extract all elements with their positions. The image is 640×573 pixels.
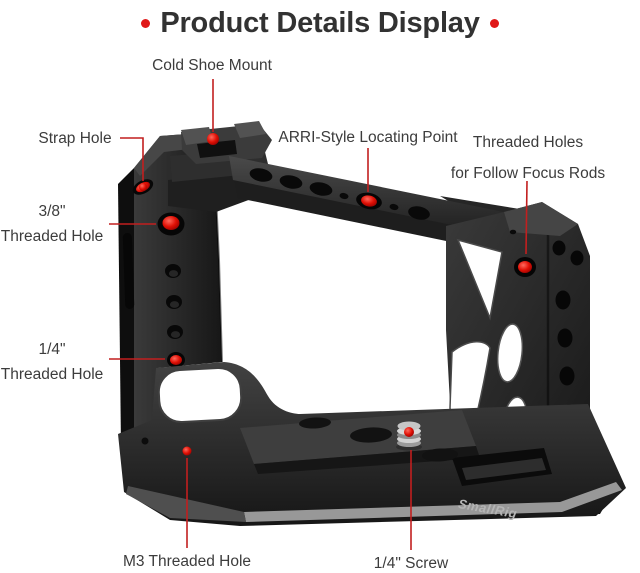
cold-shoe-marker xyxy=(207,133,219,145)
three-eighths-hole-marker xyxy=(162,216,180,230)
callout-label-follow-focus: Threaded Holes for Follow Focus Rods xyxy=(451,127,605,189)
follow-focus-hole-marker xyxy=(518,261,532,273)
marker-dots xyxy=(139,133,414,456)
callout-label-m3-hole: M3 Threaded Hole xyxy=(122,553,252,570)
arri-point-marker xyxy=(361,195,377,207)
callout-label-cold-shoe: Cold Shoe Mount xyxy=(152,57,272,74)
callout-label-follow-focus-line2: for Follow Focus Rods xyxy=(450,165,606,182)
callout-label-strap-hole: Strap Hole xyxy=(38,130,112,147)
quarter-screw-part xyxy=(396,421,422,451)
page-title: Product Details Display xyxy=(160,6,480,39)
callout-label-three-eighths: 3/8" Threaded Hole xyxy=(1,199,104,249)
callout-label-quarter-hole: 1/4" Threaded Hole xyxy=(1,337,104,387)
callout-line-strap-hole xyxy=(120,137,144,181)
camera-cage: SmallRig xyxy=(118,121,626,526)
callout-label-three-eighths-line2: Threaded Hole xyxy=(0,228,104,245)
callout-lines xyxy=(109,79,528,550)
page-title-row: Product Details Display xyxy=(0,3,640,43)
quarter-hole-marker xyxy=(170,355,182,365)
callout-label-quarter-screw: 1/4" Screw xyxy=(373,555,449,572)
quarter-screw-marker xyxy=(404,427,414,437)
m3-hole-marker xyxy=(182,446,192,456)
callout-label-quarter-hole-line1: 1/4" xyxy=(38,341,66,358)
callout-label-follow-focus-line1: Threaded Holes xyxy=(472,134,584,151)
callout-label-arri-point: ARRI-Style Locating Point xyxy=(278,129,458,146)
title-accent-dot-left xyxy=(141,18,151,28)
callout-label-quarter-hole-line2: Threaded Hole xyxy=(0,366,104,383)
callout-label-three-eighths-line1: 3/8" xyxy=(38,203,66,220)
title-accent-dot-right xyxy=(489,18,499,28)
callout-line-follow-focus xyxy=(525,180,528,255)
